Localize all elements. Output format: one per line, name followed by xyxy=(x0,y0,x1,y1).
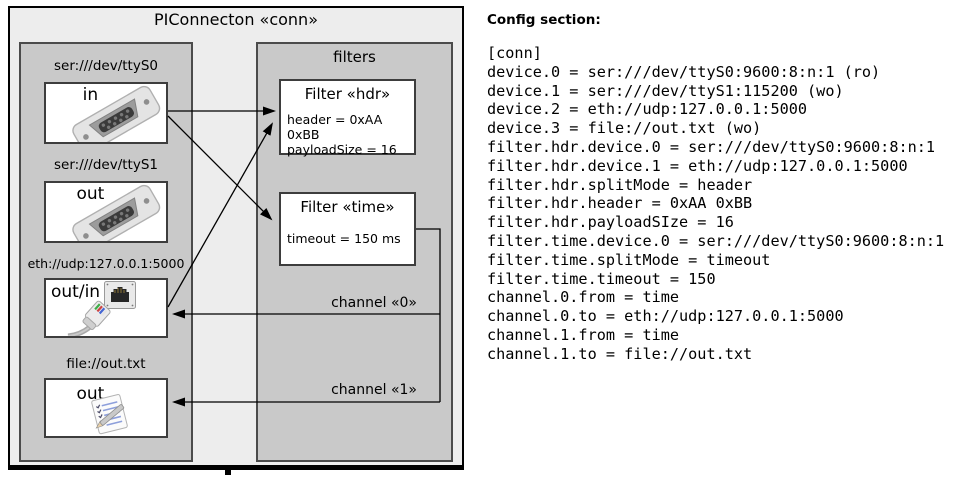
filter-prop: timeout = 150 ms xyxy=(287,231,401,246)
device-label-ttys0: ser:///dev/ttyS0 xyxy=(54,58,158,74)
channel-0-label: channel «0» xyxy=(331,295,417,311)
device-direction: in xyxy=(82,85,99,105)
filter-box-time: Filter «time» timeout = 150 ms xyxy=(279,192,416,266)
device-box-ttys0: in xyxy=(44,82,168,144)
device-label-eth: eth://udp:127.0.0.1:5000 xyxy=(27,256,185,271)
device-box-ttys1: out xyxy=(44,181,168,243)
piconnection-diagram: PIConnecton «conn» filters ser:///dev/tt… xyxy=(8,6,464,470)
device-box-eth: out/in xyxy=(44,278,168,338)
device-box-file: out xyxy=(44,378,168,438)
device-direction: out/in xyxy=(51,282,101,302)
device-direction: out xyxy=(76,184,105,204)
ethernet-port-icon xyxy=(104,281,136,309)
config-lines: [conn] device.0 = ser:///dev/ttyS0:9600:… xyxy=(487,44,945,363)
filter-time-title: Filter «time» xyxy=(300,198,395,216)
config-section: Config section: [conn] device.0 = ser://… xyxy=(487,0,963,484)
device-label-ttys1: ser:///dev/ttyS1 xyxy=(54,157,158,173)
ethernet-plug-icon xyxy=(67,300,111,336)
channel-1-label: channel «1» xyxy=(331,382,417,398)
filters-panel-title: filters xyxy=(333,48,376,66)
filter-box-hdr: Filter «hdr» header = 0xAA 0xBB payloadS… xyxy=(279,79,416,157)
filter-hdr-title: Filter «hdr» xyxy=(304,85,391,103)
config-heading: Config section: xyxy=(487,12,601,28)
diagram-title: PIConnecton «conn» xyxy=(154,10,318,29)
device-direction: out xyxy=(76,384,105,404)
notepad-icon xyxy=(91,394,128,435)
filter-prop: header = 0xAA 0xBB xyxy=(287,112,383,142)
serial-connector-icon xyxy=(72,184,161,241)
device-label-file: file://out.txt xyxy=(66,356,146,372)
serial-connector-icon xyxy=(72,85,161,142)
filter-prop: payloadSize = 16 xyxy=(287,142,397,157)
bottom-notch xyxy=(225,466,231,475)
